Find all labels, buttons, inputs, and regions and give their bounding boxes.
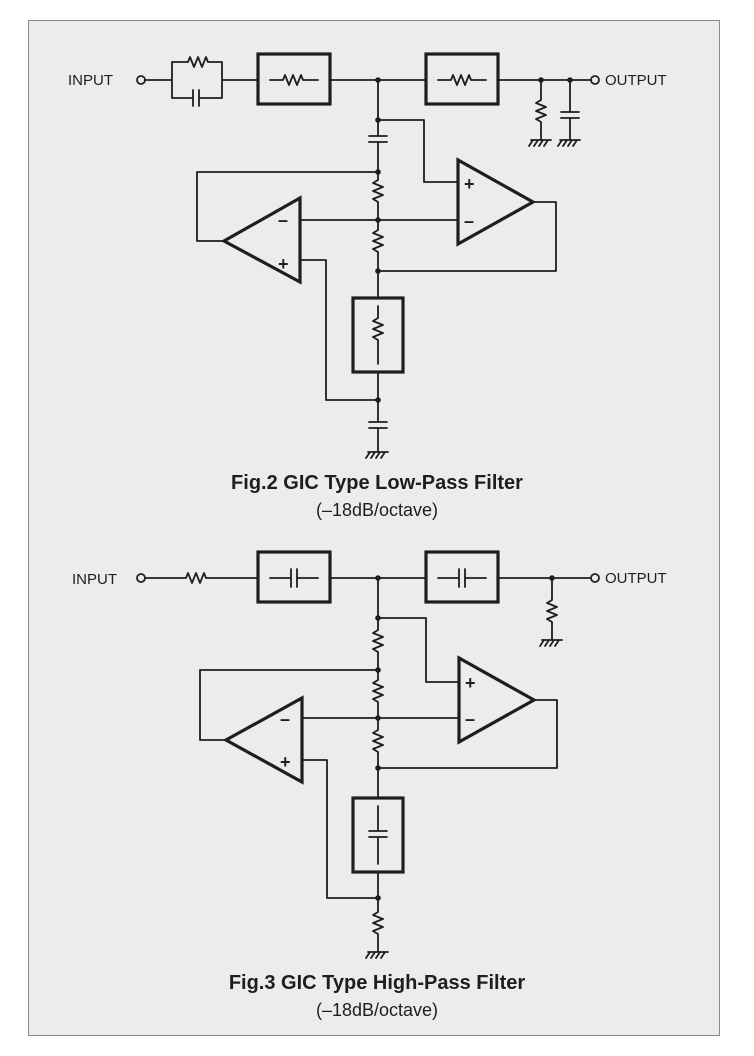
fig3-series-capacitor-2: [424, 550, 500, 604]
fig3-output-shunt: [539, 575, 563, 647]
fig2-subtitle: (–18dB/octave): [315, 500, 439, 520]
svg-text:–: –: [464, 211, 474, 231]
fig2-input-terminal: [136, 75, 146, 85]
fig2-gic-ladder: [196, 77, 557, 459]
fig3-high-pass-schematic: INPUT OUTPUT: [72, 550, 667, 959]
svg-text:+: +: [278, 254, 289, 274]
fig3-opamp-left: – +: [222, 695, 304, 785]
fig2-low-pass-schematic: INPUT OUTPUT: [68, 52, 667, 459]
fig2-output-shunt: [528, 77, 581, 147]
svg-text:–: –: [278, 210, 288, 230]
svg-text:+: +: [465, 673, 476, 693]
svg-text:–: –: [465, 709, 475, 729]
fig3-input-label: INPUT: [72, 571, 117, 588]
fig2-output-label: OUTPUT: [605, 72, 667, 89]
fig3-input-resistor: [144, 572, 259, 584]
fig3-input-terminal: [136, 573, 146, 583]
fig2-series-resistor-2: [424, 52, 500, 106]
fig3-series-capacitor-1: [256, 550, 332, 604]
fig3-output-terminal: [590, 573, 600, 583]
svg-text:–: –: [280, 709, 290, 729]
fig3-title: Fig.3 GIC Type High-Pass Filter: [228, 972, 526, 994]
fig3-opamp-right: + –: [457, 655, 538, 745]
fig2-output-terminal: [590, 75, 600, 85]
svg-text:+: +: [464, 174, 475, 194]
fig2-opamp-left: – +: [220, 195, 302, 285]
fig2-opamp-right: + –: [456, 157, 537, 247]
fig2-series-resistor-1: [256, 52, 332, 106]
svg-text:+: +: [280, 752, 291, 772]
fig3-subtitle: (–18dB/octave): [315, 1000, 439, 1020]
fig3-gic-ladder: [199, 575, 558, 959]
fig3-output-label: OUTPUT: [605, 570, 667, 587]
fig2-input-parallel-rc: [144, 56, 259, 107]
fig2-input-label: INPUT: [68, 72, 113, 89]
fig2-title: Fig.2 GIC Type Low-Pass Filter: [231, 472, 523, 494]
